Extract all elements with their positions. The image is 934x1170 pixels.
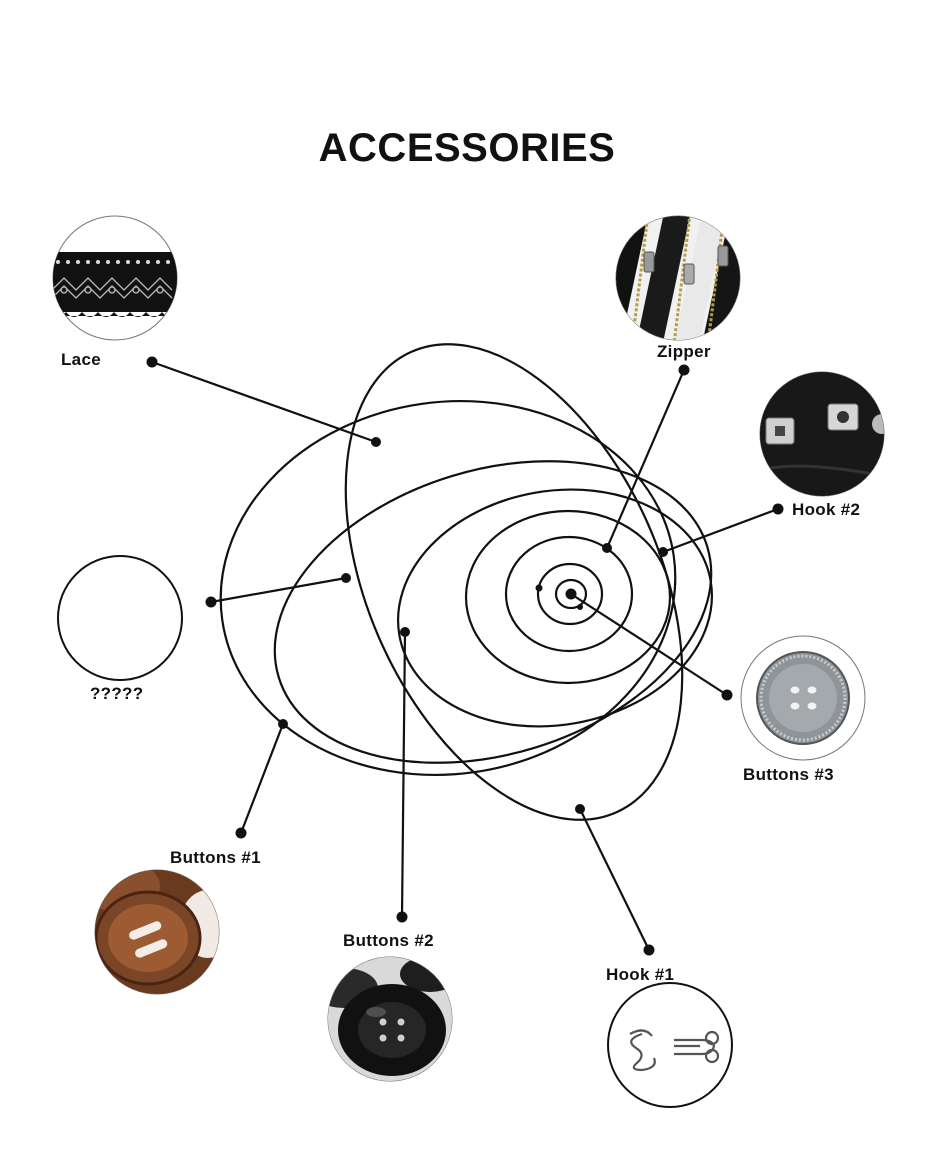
hook2-thumbnail bbox=[759, 371, 885, 497]
page-title: ACCESSORIES bbox=[318, 126, 616, 170]
label-buttons1: Buttons #1 bbox=[170, 848, 261, 867]
buttons3-thumbnail bbox=[740, 635, 866, 761]
connector-lace bbox=[151, 360, 377, 444]
orbit-ellipse bbox=[536, 562, 604, 626]
buttons1-thumbnail bbox=[94, 869, 220, 995]
dot bbox=[577, 604, 583, 610]
orbit-ellipse bbox=[219, 399, 677, 777]
connector-buttons3 bbox=[570, 593, 728, 696]
connector-hook1 bbox=[579, 808, 650, 951]
connector-buttons2 bbox=[400, 631, 407, 918]
dot bbox=[565, 588, 577, 600]
label-unknown: ????? bbox=[90, 684, 144, 703]
connector-lines bbox=[151, 360, 779, 951]
label-hook2: Hook #2 bbox=[792, 500, 861, 519]
unknown-thumbnail bbox=[57, 555, 183, 681]
dot bbox=[535, 584, 543, 592]
dot bbox=[678, 364, 690, 376]
dot bbox=[396, 911, 408, 923]
orbit-ellipse bbox=[273, 460, 713, 764]
dot bbox=[278, 719, 288, 729]
orbit-ellipse bbox=[464, 509, 672, 685]
zipper-thumbnail bbox=[615, 215, 741, 341]
hook1-thumbnail bbox=[607, 982, 733, 1108]
buttons2-thumbnail bbox=[327, 956, 453, 1082]
dot bbox=[146, 356, 158, 368]
connector-unknown bbox=[210, 576, 347, 604]
label-buttons2: Buttons #2 bbox=[343, 931, 434, 950]
label-zipper: Zipper bbox=[657, 342, 711, 361]
orbit-ellipse bbox=[344, 343, 684, 821]
dot bbox=[721, 689, 733, 701]
connector-dots bbox=[146, 356, 784, 956]
label-lace: Lace bbox=[61, 350, 101, 369]
orbit-ellipse bbox=[554, 578, 588, 610]
connector-buttons1 bbox=[239, 723, 285, 834]
lace-thumbnail bbox=[52, 215, 178, 341]
dot bbox=[371, 437, 381, 447]
dot bbox=[400, 627, 410, 637]
dot bbox=[341, 573, 351, 583]
dot bbox=[235, 827, 247, 839]
label-buttons3: Buttons #3 bbox=[743, 765, 834, 784]
dot bbox=[602, 543, 612, 553]
dot bbox=[658, 547, 668, 557]
dot bbox=[205, 596, 217, 608]
dot bbox=[575, 804, 585, 814]
orbit-ellipse bbox=[396, 488, 714, 728]
dot bbox=[643, 944, 655, 956]
orbit-ellipse bbox=[504, 535, 634, 653]
label-hook1: Hook #1 bbox=[606, 965, 675, 984]
connector-zipper bbox=[605, 369, 686, 549]
connector-hook2 bbox=[662, 507, 779, 554]
dot bbox=[772, 503, 784, 515]
orbit-ellipses bbox=[219, 343, 714, 821]
